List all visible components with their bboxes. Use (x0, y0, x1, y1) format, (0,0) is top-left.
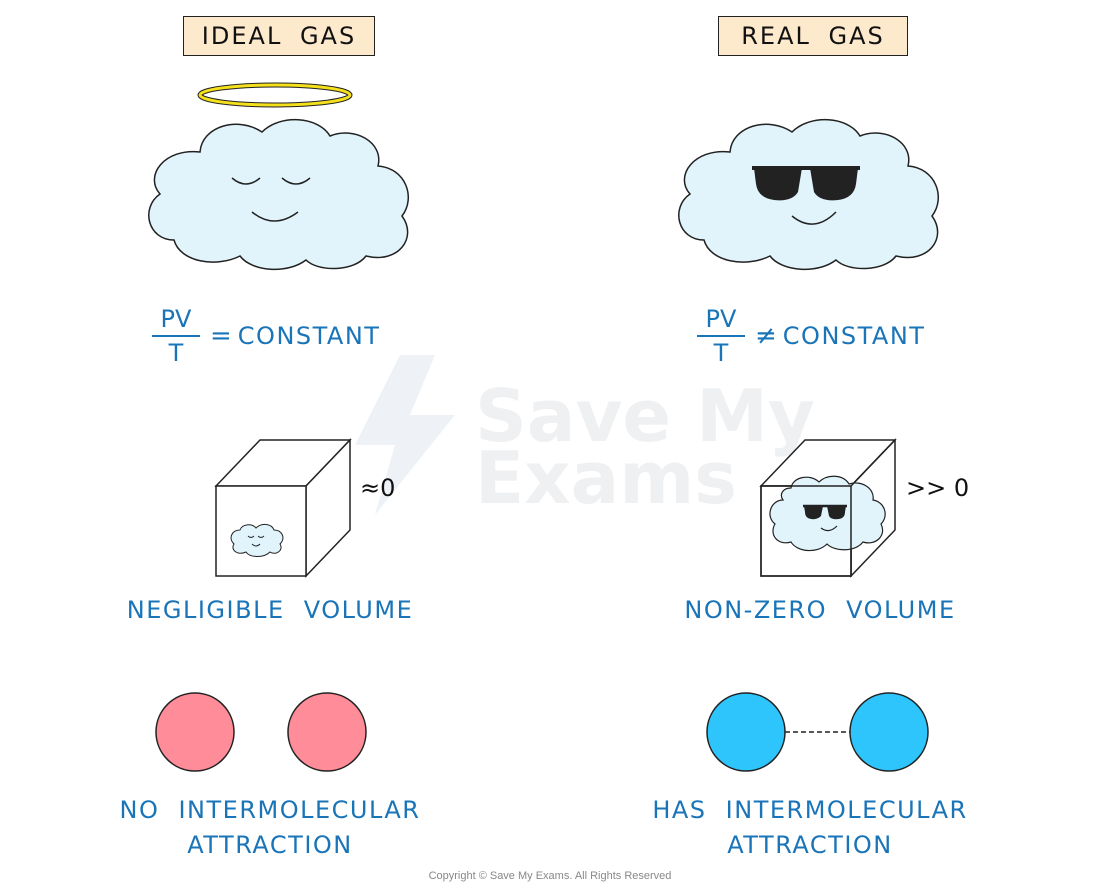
watermark-line-2: Exams (475, 436, 738, 520)
watermark: Save My Exams (475, 374, 815, 520)
real-fraction-bar (697, 335, 745, 337)
medium-cloud-icon (769, 475, 886, 552)
real-molecules (706, 692, 929, 772)
watermark-bolt-icon (355, 355, 455, 515)
ideal-gas-title: IDEAL GAS (183, 16, 375, 56)
real-fraction-numerator: PV (705, 305, 737, 333)
tiny-cloud-icon (230, 523, 284, 557)
ideal-fraction-bar (152, 335, 200, 337)
real-volume-symbol: >> 0 (906, 474, 970, 502)
ideal-constant-text: CONSTANT (237, 321, 381, 350)
ideal-molecule-right (287, 692, 367, 772)
ideal-fraction-denominator: T (168, 338, 184, 367)
real-gas-equation: PV T ≠ CONSTANT (697, 305, 925, 367)
ideal-cloud-icon (148, 119, 410, 271)
watermark-line-1: Save My (475, 374, 815, 458)
ideal-molecules (155, 692, 367, 772)
ideal-relation-symbol: = (210, 320, 232, 351)
real-attraction-label-line2: ATTRACTION (727, 831, 893, 859)
real-molecule-left (706, 692, 786, 772)
real-cloud-icon (678, 119, 940, 271)
ideal-attraction-label-line2: ATTRACTION (187, 831, 353, 859)
ideal-cube-icon (214, 438, 352, 578)
real-volume-label: NON-ZERO VOLUME (684, 596, 956, 624)
ideal-volume-symbol: ≈0 (360, 474, 396, 502)
real-fraction: PV T (697, 305, 745, 367)
real-constant-text: CONSTANT (782, 321, 926, 350)
real-gas-title: REAL GAS (718, 16, 908, 56)
ideal-volume-label: NEGLIGIBLE VOLUME (126, 596, 414, 624)
sunglasses-icon (752, 166, 860, 201)
halo-icon (197, 82, 353, 108)
ideal-molecule-left (155, 692, 235, 772)
real-molecule-right (849, 692, 929, 772)
real-relation-symbol: ≠ (755, 320, 777, 351)
ideal-fraction: PV T (152, 305, 200, 367)
real-attraction-label-line1: HAS INTERMOLECULAR (652, 796, 968, 824)
ideal-gas-equation: PV T = CONSTANT (152, 305, 380, 367)
copyright-notice: Copyright © Save My Exams. All Rights Re… (428, 870, 672, 882)
ideal-attraction-label-line1: NO INTERMOLECULAR (119, 796, 421, 824)
real-fraction-denominator: T (713, 338, 729, 367)
real-cube-icon (759, 438, 897, 578)
ideal-fraction-numerator: PV (160, 305, 192, 333)
